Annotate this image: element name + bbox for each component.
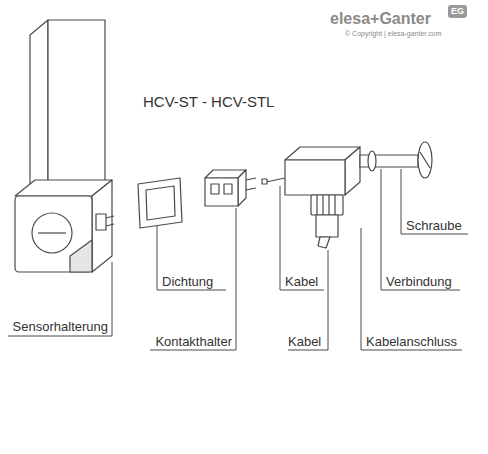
diagram-title: HCV-ST - HCV-STL (143, 93, 274, 110)
plate-side (30, 20, 48, 196)
brand-logo: elesa+Ganter (330, 10, 431, 28)
gasket-outer (138, 178, 182, 228)
gland-nut (311, 195, 343, 215)
leader-line (361, 228, 462, 350)
body-side (345, 147, 360, 195)
nut-ridges (317, 195, 335, 215)
housing-side (92, 180, 112, 272)
part-label: Schraube (406, 218, 462, 233)
wire (266, 178, 285, 182)
part-label: Kabelanschluss (366, 334, 457, 349)
contact-hole (211, 184, 219, 194)
leader-line (401, 169, 468, 234)
pin (106, 216, 114, 218)
slot-disc (32, 213, 72, 253)
leader-line (288, 250, 328, 350)
leader-line (150, 208, 236, 350)
slot (38, 232, 66, 233)
gland-body (316, 215, 338, 237)
plate-front (48, 20, 105, 182)
housing-front (15, 196, 92, 272)
screw-collar (368, 151, 376, 171)
contact-pin (246, 178, 256, 180)
body-front (285, 160, 345, 195)
contact-pin (246, 188, 256, 190)
copyright-note: © Copyright | elesa-ganter.com (345, 29, 441, 38)
part-label: Kabel (285, 274, 318, 289)
brand-badge: EG (448, 5, 467, 18)
gasket-inner (146, 186, 175, 220)
leader-line (157, 226, 226, 290)
part-label: Verbindung (386, 274, 452, 289)
part-label: Kabel (288, 334, 321, 349)
housing-lip (70, 240, 92, 272)
screw-head (418, 142, 432, 178)
contact-front (205, 178, 238, 206)
part-label: Sensorhalterung (13, 319, 108, 334)
pin (106, 224, 114, 226)
leader-line (8, 262, 112, 336)
part-label: Kontakthalter (155, 334, 232, 349)
part-label: Dichtung (162, 274, 213, 289)
leader-line (280, 186, 324, 290)
socket-pins (96, 214, 106, 230)
screw-slot (420, 152, 430, 168)
contact-hole (224, 184, 232, 194)
cable-end (318, 237, 330, 248)
wire-tip (262, 179, 267, 184)
contact-side (238, 170, 246, 206)
